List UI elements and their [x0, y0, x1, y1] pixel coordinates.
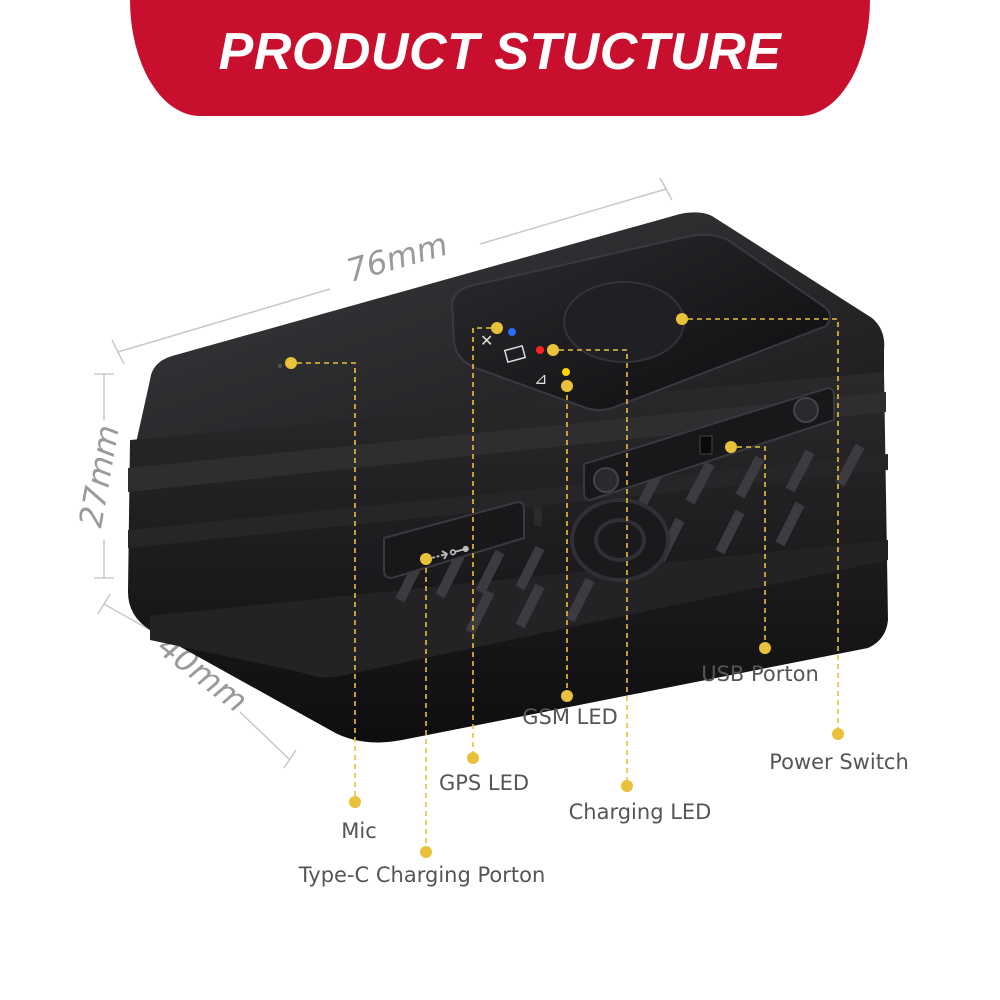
- usb-port-slot: [699, 435, 713, 455]
- height-label: 27mm: [72, 422, 127, 530]
- usb-port-marker: [725, 441, 737, 453]
- mic-hole: [278, 364, 282, 368]
- device-band-upper: [128, 392, 886, 492]
- callout-mic: Mic: [341, 819, 377, 843]
- charging-led-red: [536, 346, 544, 354]
- screw-left: [593, 467, 619, 493]
- callout-gps-led: GPS LED: [439, 771, 529, 795]
- callout-usb-port: USB Porton: [701, 662, 819, 686]
- callout-leaders: [285, 313, 844, 858]
- gsm-signal-icon: ⊿: [534, 369, 547, 388]
- gps-satellite-icon: ✕: [480, 331, 493, 350]
- callout-type-c: Type-C Charging Porton: [298, 863, 546, 887]
- battery-icon: [503, 344, 527, 364]
- dimension-height: 27mm: [72, 373, 127, 579]
- type-c-tab: [534, 506, 542, 526]
- gps-led-blue: [508, 328, 516, 336]
- callout-charging-led: Charging LED: [569, 800, 712, 824]
- title-banner: PRODUCT STUCTURE: [130, 0, 870, 116]
- power-switch-marker: [676, 313, 688, 325]
- gps-tracker-device: ✕ ⊿ ⇢⊶: [128, 212, 888, 743]
- callout-gsm-led: GSM LED: [522, 705, 618, 729]
- gsm-led-yellow: [562, 368, 570, 376]
- mic-marker: [285, 357, 297, 369]
- screw-right: [793, 397, 819, 423]
- length-label: 76mm: [342, 225, 452, 290]
- gps-led-marker: [491, 322, 503, 334]
- device-band-lower: [150, 540, 888, 678]
- charging-led-marker: [547, 344, 559, 356]
- center-emblem: [570, 498, 670, 582]
- callout-power-switch: Power Switch: [769, 750, 909, 774]
- type-c-cover: [383, 500, 525, 580]
- page-title: PRODUCT STUCTURE: [218, 23, 782, 81]
